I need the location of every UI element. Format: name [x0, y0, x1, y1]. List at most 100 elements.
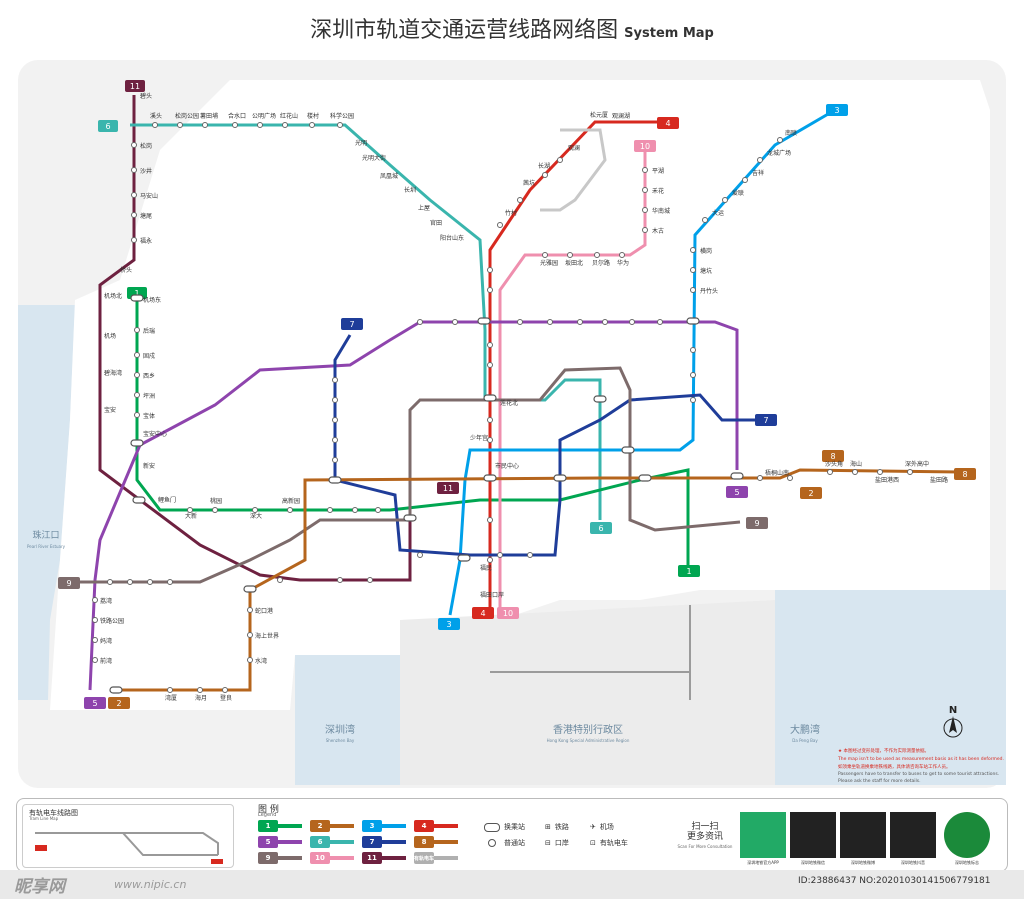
station-label[interactable]: 盐田路: [930, 476, 948, 484]
station-label[interactable]: 红花山: [280, 112, 298, 120]
station-label[interactable]: 公明广场: [252, 112, 276, 120]
station-label[interactable]: 前湾: [100, 657, 112, 665]
line-badge-11[interactable]: 11: [125, 80, 145, 92]
station-label[interactable]: 横岗: [700, 247, 712, 255]
station-label[interactable]: 光明大街: [362, 154, 386, 162]
station-label[interactable]: 大运: [712, 209, 724, 217]
station-label[interactable]: 市民中心: [495, 462, 519, 470]
line-badge-3b[interactable]: 3: [438, 618, 460, 630]
station-label[interactable]: 福民: [480, 564, 492, 572]
legend-line-3[interactable]: 3: [362, 820, 414, 832]
station-label[interactable]: 机场: [104, 332, 116, 340]
station-label[interactable]: 南联: [785, 129, 797, 137]
line-badge-10[interactable]: 10: [634, 140, 656, 152]
station-label[interactable]: 贝尔路: [592, 259, 610, 267]
line-badge-9b[interactable]: 9: [58, 577, 80, 589]
station-label[interactable]: 登良: [220, 694, 232, 702]
station-label[interactable]: 爱联: [732, 189, 744, 197]
station-label[interactable]: 大新: [185, 512, 197, 520]
station-label[interactable]: 松元厦: [590, 111, 608, 119]
station-label[interactable]: 华为: [617, 259, 629, 267]
station-label[interactable]: 丹竹头: [700, 287, 718, 295]
station-label[interactable]: 竹村: [505, 209, 517, 217]
station-label[interactable]: 坂田北: [565, 259, 583, 267]
station-label[interactable]: 官田: [430, 219, 442, 227]
station-label[interactable]: 马安山: [140, 192, 158, 200]
line-badge-9[interactable]: 9: [746, 517, 768, 529]
station-marker[interactable]: [132, 496, 146, 504]
legend-line-2[interactable]: 2: [310, 820, 362, 832]
station-marker[interactable]: [328, 476, 342, 484]
legend-line-4[interactable]: 4: [414, 820, 466, 832]
station-label[interactable]: 华南城: [652, 207, 670, 215]
station-label[interactable]: 高新园: [282, 497, 300, 505]
line-badge-3[interactable]: 3: [826, 104, 848, 116]
line-badge-2b[interactable]: 2: [108, 697, 130, 709]
station-label[interactable]: 茜坑: [523, 179, 535, 187]
station-label[interactable]: 铁路公园: [100, 617, 124, 625]
line-badge-5b[interactable]: 5: [84, 697, 106, 709]
station-label[interactable]: 禾花: [652, 187, 664, 195]
station-marker[interactable]: [243, 585, 257, 593]
station-label[interactable]: 深大: [250, 512, 262, 520]
legend-line-1[interactable]: 1: [258, 820, 310, 832]
station-label[interactable]: 观澜湖: [612, 112, 630, 120]
station-label[interactable]: 西乡: [143, 373, 155, 380]
station-marker[interactable]: [730, 472, 744, 480]
station-label[interactable]: 梧桐山南: [765, 469, 789, 477]
station-label[interactable]: 碧海湾: [104, 369, 122, 377]
station-label[interactable]: 深外高中: [905, 460, 929, 468]
station-label[interactable]: 机场北: [104, 292, 122, 300]
station-marker[interactable]: [621, 446, 635, 454]
line-badge-7b[interactable]: 7: [755, 414, 777, 426]
station-label[interactable]: 长圳: [404, 186, 416, 194]
station-label[interactable]: 海月: [195, 694, 207, 702]
line-badge-4[interactable]: 4: [657, 117, 679, 129]
legend-line-10[interactable]: 10: [310, 852, 362, 864]
station-label[interactable]: 桥头: [120, 266, 132, 274]
station-label[interactable]: 固戍: [143, 352, 155, 360]
station-label[interactable]: 少年宫: [470, 434, 488, 442]
station-marker[interactable]: [593, 395, 607, 403]
station-label[interactable]: 科学公园: [330, 112, 354, 120]
station-label[interactable]: 沙井: [140, 167, 152, 175]
line-badge-4b[interactable]: 4: [472, 607, 494, 619]
line-badge-6b[interactable]: 6: [590, 522, 612, 534]
legend-line-11[interactable]: 11: [362, 852, 414, 864]
station-label[interactable]: 盐田港西: [875, 476, 899, 484]
legend-tram[interactable]: 有轨电车: [414, 852, 466, 864]
station-label[interactable]: 新安: [143, 462, 155, 470]
station-marker[interactable]: [638, 474, 652, 482]
station-label[interactable]: 长湖: [538, 162, 550, 170]
station-label[interactable]: 凤凰城: [380, 173, 398, 180]
station-label[interactable]: 光明: [355, 139, 367, 147]
station-label[interactable]: 吉祥: [752, 169, 764, 177]
station-label[interactable]: 福田口岸: [480, 591, 504, 599]
station-label[interactable]: 坪洲: [143, 392, 155, 400]
station-marker[interactable]: [553, 474, 567, 482]
station-label[interactable]: 海上世界: [255, 632, 279, 640]
line-badge-5[interactable]: 5: [726, 486, 748, 498]
station-label[interactable]: 薯田埔: [200, 112, 218, 120]
station-label[interactable]: 合水口: [228, 112, 246, 120]
station-marker[interactable]: [483, 474, 497, 482]
line-badge-8[interactable]: 8: [822, 450, 844, 462]
legend-line-7[interactable]: 7: [362, 836, 414, 848]
legend-line-6[interactable]: 6: [310, 836, 362, 848]
station-marker[interactable]: [403, 514, 417, 522]
station-label[interactable]: 福永: [140, 237, 152, 245]
station-label[interactable]: 上屋: [418, 204, 430, 212]
station-label[interactable]: 莲花北: [500, 399, 518, 407]
qr-code-icon[interactable]: [740, 812, 786, 858]
qr-code-icon[interactable]: [790, 812, 836, 858]
legend-line-8[interactable]: 8: [414, 836, 466, 848]
station-label[interactable]: 光雅园: [540, 259, 558, 267]
station-label[interactable]: 溪头: [150, 112, 162, 120]
station-label[interactable]: 机场东: [143, 296, 161, 304]
station-label[interactable]: 楼村: [307, 112, 319, 120]
station-label[interactable]: 沙头角: [825, 460, 843, 468]
line-badge-6[interactable]: 6: [98, 120, 118, 132]
station-label[interactable]: 塘尾: [140, 212, 152, 220]
line-badge-2[interactable]: 2: [800, 487, 822, 499]
station-marker[interactable]: [477, 317, 491, 325]
